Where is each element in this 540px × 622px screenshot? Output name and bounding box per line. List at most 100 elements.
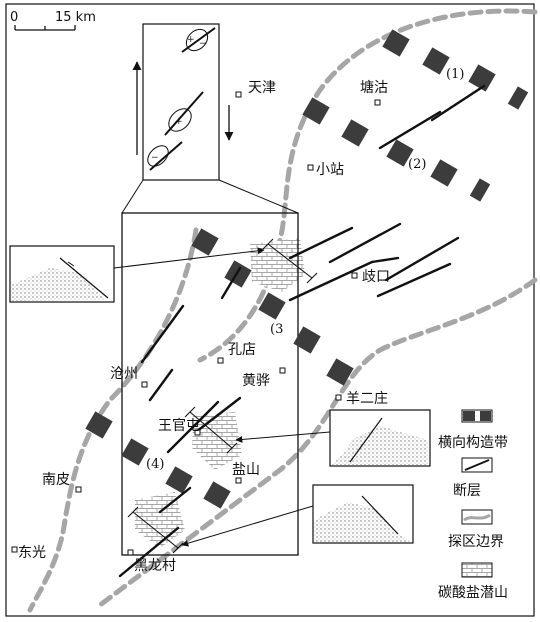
section-line [132,511,179,549]
town-marker-tianjin [235,91,242,98]
town-label-yangerzhuang: 羊二庄 [346,390,388,407]
transverse-zones [85,29,529,509]
cross-section-fault [349,417,383,463]
town-label-xiaozhan: 小站 [316,162,344,178]
section-link-arrow [181,505,314,547]
cross-section-buried-hill [332,426,428,465]
town-marker-wangguantun [194,429,201,436]
study-area-rectangle [121,212,299,556]
fault-line [430,84,486,122]
legend-buried-hill-swatch [461,562,493,578]
inset-minus-sign: − [151,153,159,163]
zone-block [258,292,286,320]
zone-numbers: (1) (2) (3 (4) [146,67,464,472]
legend-zone-swatch-fill [463,411,475,421]
fault-line [148,368,174,402]
fault-line [194,396,242,434]
fault-line [370,256,400,264]
zone-block [203,481,231,509]
fault-line [118,526,180,578]
town-marker-huanghua [279,367,286,374]
fault-line [140,304,185,364]
zone-number-1: (1) [446,67,464,82]
town-label-yanshan: 盐山 [232,462,260,478]
zone-block [191,228,219,256]
town-marker-heilongcun [127,549,134,556]
town-label-kongdian: 孔店 [228,342,256,358]
inset-strain-ellipse [168,108,192,132]
zone-block [507,86,529,110]
fault-line [166,400,220,454]
town-marker-cangzhou [141,381,148,388]
zone-block [121,438,149,466]
town-label-tanggu: 塘沽 [360,80,388,96]
legend-fault-label: 断层 [453,483,481,499]
inset-plus-sign: + [175,117,183,127]
town-label-huanghua: 黄骅 [242,372,270,389]
zone-block [85,411,113,439]
zone-block [326,358,354,386]
fault-line [220,266,242,300]
legend-fault-line [464,459,490,471]
zone-block [382,29,410,57]
inset-strain-ellipse [147,145,169,167]
section-line-tick [306,272,318,284]
zone-block [430,159,458,187]
town-marker-dongguang [11,546,18,553]
zone-block [422,47,450,75]
cross-section-right-upper [329,409,431,467]
inset-box [142,23,220,181]
inset-connector-lines [121,179,299,214]
inset-plus-sign: + [187,35,195,45]
town-label-tianjin: 天津 [248,80,276,96]
inset-strain-ellipse [185,28,209,52]
legend-boundary-line [463,513,491,522]
town-labels: 天津 塘沽 小站 歧口 孔店 沧州 黄骅 羊二庄 王官屯 盐山 南皮 东光 黑龙… [18,80,390,574]
cross-section-left [9,245,115,303]
town-markers [11,91,381,556]
zone-number-3: (3 [270,322,283,337]
town-marker-tanggu [374,99,381,106]
zone-number-4: (4) [146,457,164,472]
section-line-tick [226,442,238,454]
town-label-wangguantun: 王官屯 [158,418,200,434]
legend-buried-hill-label: 碳酸盐潜山 [438,585,508,601]
legend-zone-swatch-fill [480,411,491,421]
town-label-dongguang: 东光 [18,545,46,561]
legend-buried-hill: 碳酸盐潜山 [438,562,508,601]
exploration-boundary-lines [27,8,538,613]
cross-section-buried-hill [314,502,410,542]
zone-block [469,178,491,202]
zone-block [302,97,330,125]
zone-block [386,139,414,167]
town-marker-yanshan [235,477,242,484]
legend: 横向构造带 断层 探区边界 碳酸盐潜山 [438,409,508,601]
inset-minus-sign: − [199,39,207,49]
section-link-arrow [235,431,331,443]
cross-section-fault [59,257,109,299]
fault-line [384,236,460,282]
boundary-line-west [27,227,199,613]
section-link-arrow [113,247,265,269]
scale-bar: 0 15 km [10,10,96,31]
faults [118,84,486,578]
section-line-tick [184,406,196,418]
boundary-line-east [197,8,538,363]
cross-section-buried-hill [11,268,106,301]
inset-transverse-detail: + − + − [121,23,299,214]
zone-block [293,326,321,354]
legend-transverse-zone-label: 横向构造带 [438,435,508,451]
fault-line [378,110,442,150]
section-line [189,411,233,449]
town-marker-xiaozhan [307,164,314,171]
town-label-cangzhou: 沧州 [110,365,138,382]
scale-distance-label: 15 km [55,10,96,25]
zone-block [341,119,369,147]
section-line [267,243,313,279]
fault-line [376,262,452,298]
scale-zero-label: 0 [10,10,18,25]
town-marker-kongdian [217,357,224,364]
zone-number-2: (2) [408,157,426,172]
section-line-tick [127,506,139,518]
